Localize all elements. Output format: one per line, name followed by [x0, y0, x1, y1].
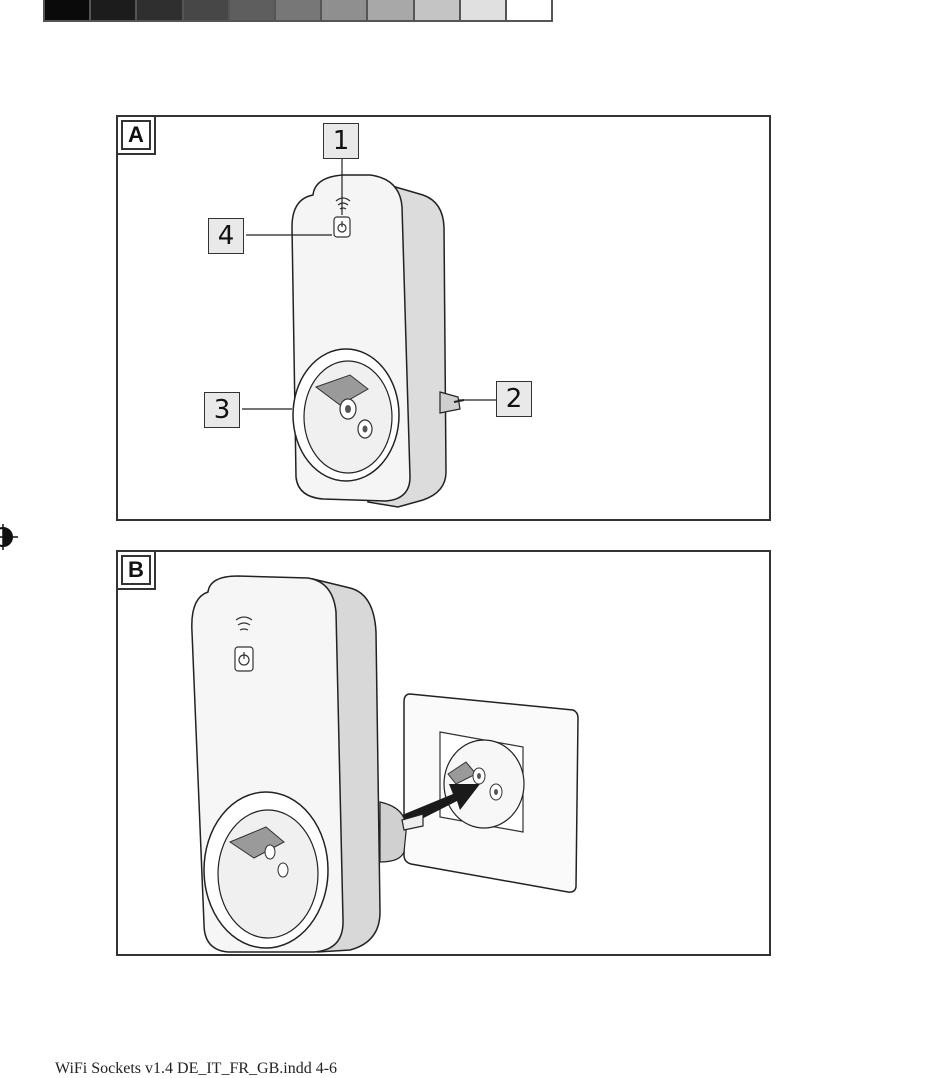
color-swatch	[322, 0, 368, 20]
callout-4: 4	[208, 218, 244, 254]
figure-a-tag: A	[116, 115, 156, 155]
figure-b-label: B	[121, 555, 151, 585]
figure-b-panel: B	[116, 550, 771, 956]
plug-insertion-illustration	[118, 552, 769, 954]
registration-mark-icon	[0, 522, 20, 552]
file-slug-footer: WiFi Sockets v1.4 DE_IT_FR_GB.indd 4-6	[55, 1060, 337, 1078]
callout-3: 3	[204, 392, 240, 428]
color-calibration-bar	[43, 0, 553, 22]
callout-1: 1	[323, 123, 359, 159]
callout-2: 2	[496, 381, 532, 417]
power-icon	[235, 647, 253, 671]
power-icon	[334, 217, 350, 237]
color-swatch	[137, 0, 183, 20]
wifi-plug-illustration	[118, 117, 769, 519]
color-swatch	[184, 0, 230, 20]
color-swatch	[91, 0, 137, 20]
figure-a-panel: A 1 2 3 4	[116, 115, 771, 521]
color-swatch	[230, 0, 276, 20]
color-swatch	[461, 0, 507, 20]
figure-b-tag: B	[116, 550, 156, 590]
figure-a-label: A	[121, 120, 151, 150]
color-swatch	[415, 0, 461, 20]
color-swatch	[507, 0, 551, 20]
color-swatch	[276, 0, 322, 20]
color-swatch	[368, 0, 414, 20]
color-swatch	[45, 0, 91, 20]
